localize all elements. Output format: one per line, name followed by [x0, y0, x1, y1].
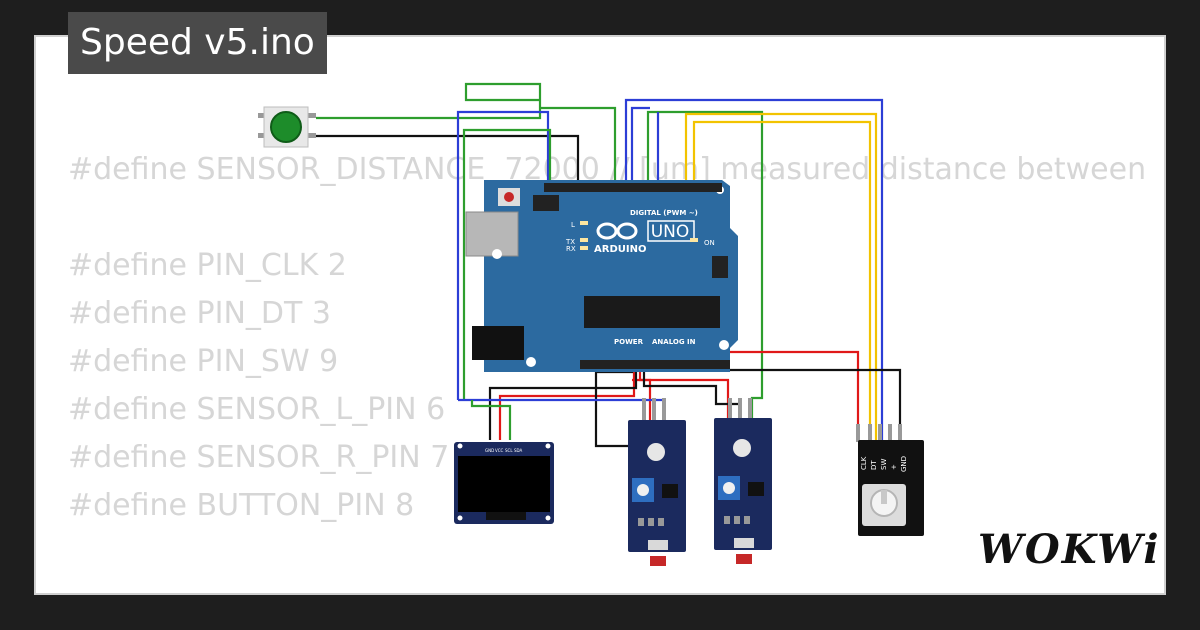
ir-sensor-left[interactable] — [628, 398, 686, 566]
usb-port — [465, 211, 519, 257]
infinity-icon — [596, 222, 618, 240]
svg-text:VCC: VCC — [495, 448, 504, 453]
wire-blue — [630, 106, 650, 190]
wire-red — [632, 378, 652, 420]
code-line: #define BUTTON_PIN 8 — [68, 488, 415, 523]
board-brand: ARDUINO — [594, 244, 646, 255]
digital-header — [544, 183, 722, 192]
rotary-encoder[interactable]: CLK DT SW + GND — [856, 424, 924, 536]
svg-text:+: + — [890, 464, 898, 470]
ir-sensor-right[interactable] — [714, 398, 772, 564]
project-title: Speed v5.ino — [68, 12, 327, 74]
svg-text:DT: DT — [870, 460, 878, 470]
analog-header — [580, 360, 730, 369]
photoresistor — [736, 554, 752, 564]
analog-label: ANALOG IN — [652, 338, 696, 346]
wire-yellow — [692, 120, 872, 440]
led-label-rx: RX — [566, 245, 576, 253]
reset-button — [504, 192, 514, 202]
arduino-uno[interactable]: UNO ARDUINO DIGITAL (PWM ~) ANALOG IN PO… — [465, 180, 738, 372]
wire-black — [316, 134, 580, 190]
wire-green — [462, 128, 552, 400]
wokwi-logo: WOKWi — [978, 526, 1161, 573]
pushbutton[interactable] — [258, 106, 316, 148]
code-line: #define SENSOR_R_PIN 7 — [68, 440, 450, 475]
svg-text:GND: GND — [900, 456, 908, 472]
svg-text:SCL: SCL — [505, 448, 513, 453]
svg-text:SW: SW — [880, 459, 888, 470]
code-line: #define SENSOR_L_PIN 6 — [68, 392, 446, 427]
on-label: ON — [704, 239, 715, 247]
wire-green — [470, 400, 512, 440]
board-name: UNO — [651, 222, 690, 242]
wire-blue — [624, 98, 884, 440]
led-label-l: L — [571, 221, 575, 229]
power-jack — [472, 326, 524, 360]
power-label: POWER — [614, 338, 644, 346]
svg-text:GND: GND — [485, 448, 494, 453]
digital-label: DIGITAL (PWM ~) — [630, 209, 698, 217]
wire-blue — [456, 110, 550, 400]
wire-black — [594, 362, 634, 448]
svg-text:SDA: SDA — [514, 448, 523, 453]
svg-text:CLK: CLK — [860, 456, 868, 470]
wire-black — [488, 362, 638, 440]
code-line: #define PIN_SW 9 — [68, 344, 339, 379]
oled-display[interactable]: GND VCC SCL SDA — [454, 442, 554, 524]
photoresistor — [650, 556, 666, 566]
mcu-chip — [584, 296, 720, 328]
code-line: #define PIN_DT 3 — [68, 296, 331, 331]
wire-yellow — [684, 112, 878, 440]
led-label-tx: TX — [565, 238, 575, 246]
code-line: #define PIN_CLK 2 — [68, 248, 347, 283]
